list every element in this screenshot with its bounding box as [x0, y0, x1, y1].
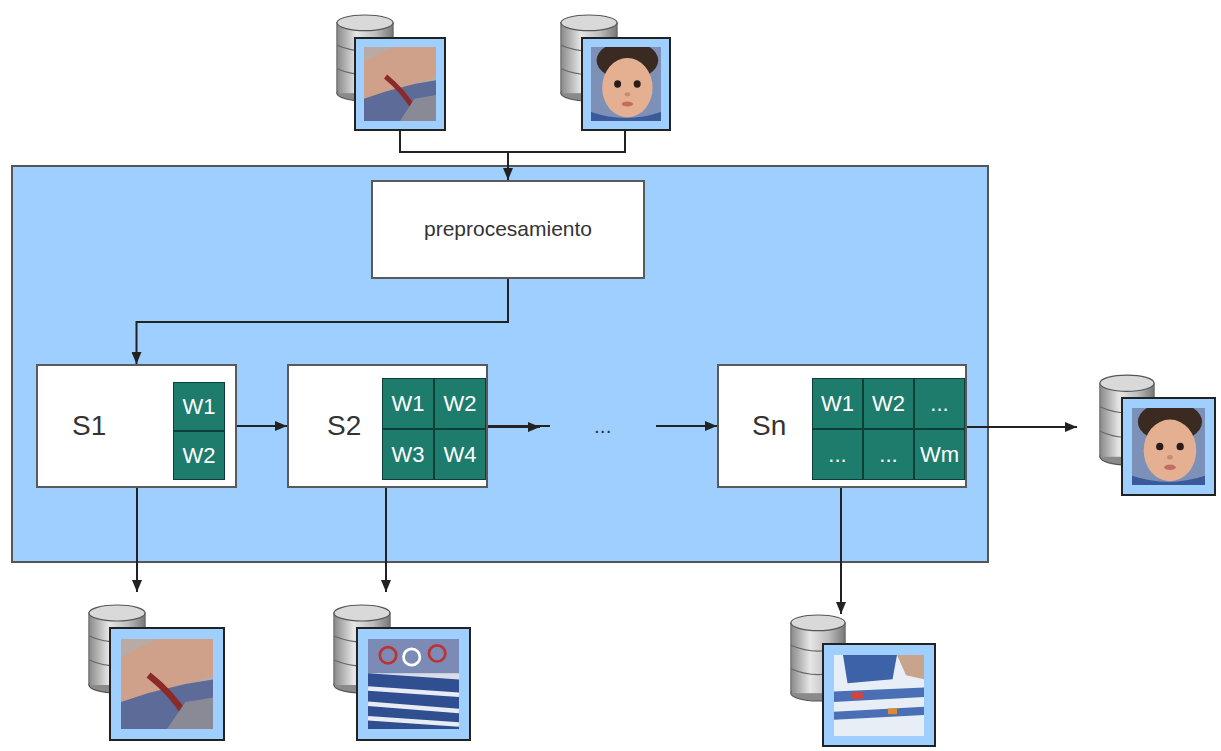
- reject-arrow: [136, 488, 138, 592]
- stage-box: S2 W1 W2W3 W4: [287, 364, 488, 488]
- stage-box: Sn W1 W2......... Wm: [717, 364, 967, 488]
- database-icon: [89, 605, 224, 740]
- database-icon: [1100, 375, 1215, 495]
- classifier-label: ...: [828, 442, 846, 467]
- stage-label: S1: [72, 410, 106, 442]
- edge-label-patch: ...: [550, 413, 656, 438]
- weak-classifier-cell: W3: [382, 429, 434, 480]
- process-box: preprocesamiento: [371, 180, 645, 279]
- weak-classifier-cell: ...: [914, 378, 965, 429]
- classifier-label: W1: [392, 391, 425, 416]
- classifier-label: ...: [930, 391, 948, 416]
- classifier-label: W2: [183, 443, 216, 468]
- classifier-label: W3: [392, 442, 425, 467]
- weak-classifier-cell: W2: [863, 378, 914, 429]
- output-arrow: [967, 426, 1077, 428]
- connector-arrow: [137, 279, 509, 364]
- weak-classifier-cell: ...: [863, 429, 914, 480]
- database-icon: [561, 15, 670, 130]
- classifier-label: Wm: [920, 442, 959, 467]
- database-icon: [334, 605, 470, 740]
- stage-label: Sn: [752, 410, 786, 442]
- classifier-label: ...: [879, 442, 897, 467]
- edge-label: ...: [594, 414, 612, 437]
- process-label: preprocesamiento: [424, 217, 592, 241]
- database-icon: [337, 15, 445, 130]
- database-icon: [791, 615, 935, 746]
- classifier-label: W4: [444, 442, 477, 467]
- classifier-label: W2: [872, 391, 905, 416]
- stage-label: S2: [327, 410, 361, 442]
- input-wire: [400, 130, 625, 180]
- connector-arrow: [237, 425, 287, 427]
- weak-classifier-cell: W1: [173, 382, 225, 431]
- weak-classifier-cell: W1: [382, 378, 434, 429]
- weak-classifier-cell: ...: [812, 429, 863, 480]
- weak-classifier-cell: W2: [173, 431, 225, 480]
- classifier-label: W1: [821, 391, 854, 416]
- stage-box: S1 W1W2: [36, 364, 237, 488]
- weak-classifier-cell: W2: [434, 378, 486, 429]
- reject-arrow: [840, 488, 842, 614]
- weak-classifier-cell: W4: [434, 429, 486, 480]
- weak-classifier-cell: Wm: [914, 429, 965, 480]
- classifier-label: W1: [183, 394, 216, 419]
- reject-arrow: [385, 488, 387, 592]
- classifier-label: W2: [444, 391, 477, 416]
- weak-classifier-cell: W1: [812, 378, 863, 429]
